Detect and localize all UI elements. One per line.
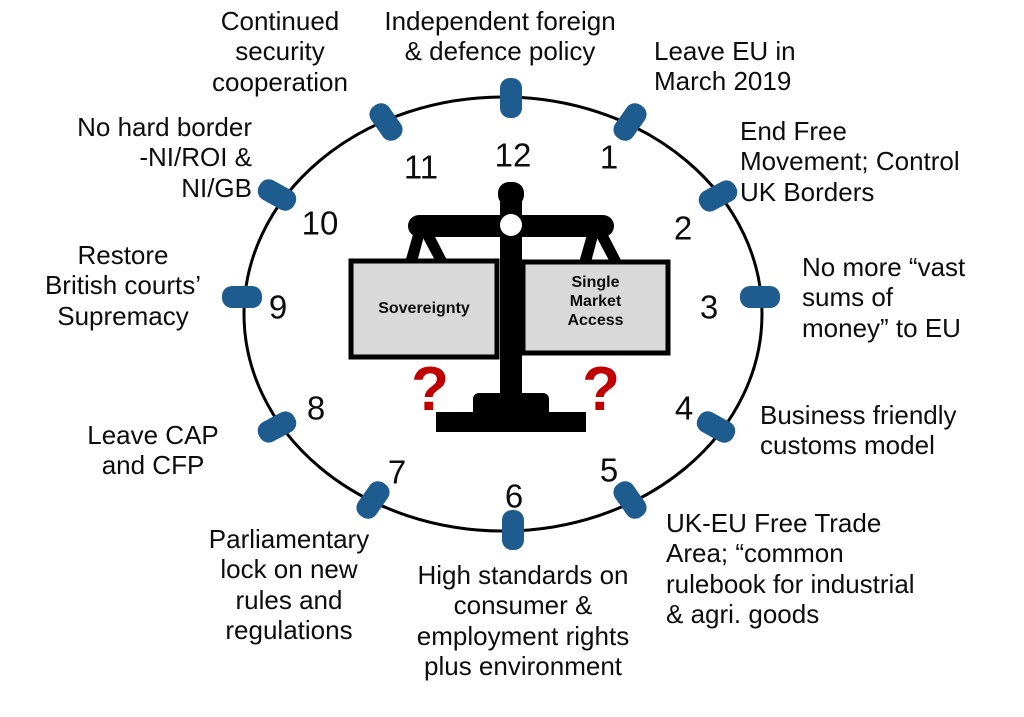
label-end-free-movement-control-uk-borders: End Free Movement; Control UK Borders	[740, 116, 960, 207]
label-parliamentary-lock: Parliamentary lock on new rules and regu…	[208, 524, 370, 646]
hour-marker-1	[613, 103, 647, 141]
hour-number-7: 7	[387, 453, 407, 491]
scale-right-pan	[520, 259, 671, 356]
scale-left-hanger-2	[422, 231, 450, 266]
label-business-friendly-customs-model: Business friendly customs model	[760, 400, 957, 461]
hour-marker-3	[740, 286, 780, 308]
hour-number-8: 8	[306, 389, 326, 427]
label-restore-british-courts-supremacy: Restore British courts’ Supremacy	[44, 240, 202, 331]
scale-post	[500, 186, 522, 408]
hour-number-1: 1	[599, 138, 619, 176]
label-continued-security-cooperation: Continued security cooperation	[212, 6, 348, 97]
hour-marker-group	[222, 78, 780, 550]
right-pan-label: Single Market Access	[567, 274, 624, 329]
scale-base-lower	[436, 412, 586, 432]
hour-marker-9	[222, 286, 262, 308]
hour-number-2: 2	[673, 209, 693, 247]
hour-marker-2	[698, 180, 738, 212]
label-uk-eu-free-trade-area: UK-EU Free Trade Area; “common rulebook …	[666, 508, 915, 630]
hour-number-5: 5	[599, 451, 619, 489]
hour-number-4: 4	[674, 389, 694, 427]
scale-top-knob	[498, 182, 524, 206]
label-no-hard-border: No hard border -NI/ROI & NI/GB	[77, 112, 252, 203]
right-question-mark-icon: ?	[582, 355, 620, 424]
scale-right-hanger	[578, 231, 598, 266]
hour-marker-7	[356, 481, 390, 519]
hour-marker-12	[500, 78, 522, 118]
label-leave-cap-and-cfp: Leave CAP and CFP	[87, 420, 219, 481]
hour-marker-6	[502, 510, 524, 550]
hour-marker-10	[257, 179, 297, 211]
hour-number-10: 10	[301, 204, 339, 242]
label-high-standards-consumer-employment: High standards on consumer & employment …	[416, 560, 630, 682]
hour-number-12: 12	[494, 136, 532, 174]
label-no-more-vast-sums-of-money: No more “vast sums of money” to EU	[802, 252, 966, 343]
scale-left-hanger	[404, 231, 424, 266]
hour-marker-8	[257, 411, 297, 443]
label-independent-foreign-defence-policy: Independent foreign & defence policy	[384, 6, 616, 67]
label-leave-eu-march-2019: Leave EU in March 2019	[654, 36, 796, 97]
hour-number-3: 3	[699, 288, 719, 326]
scale-pivot	[500, 214, 522, 236]
left-pan-label: Sovereignty	[378, 300, 470, 317]
balance-scales-icon	[348, 182, 671, 432]
hour-marker-5	[613, 481, 647, 519]
hour-marker-11	[369, 103, 403, 141]
hour-number-11: 11	[403, 148, 439, 186]
hour-number-9: 9	[268, 288, 288, 326]
hour-marker-4	[696, 411, 736, 443]
scale-right-hanger-2	[596, 231, 624, 266]
scale-left-pan	[348, 258, 500, 360]
left-question-mark-icon: ?	[411, 355, 449, 424]
hour-number-6: 6	[504, 477, 524, 515]
